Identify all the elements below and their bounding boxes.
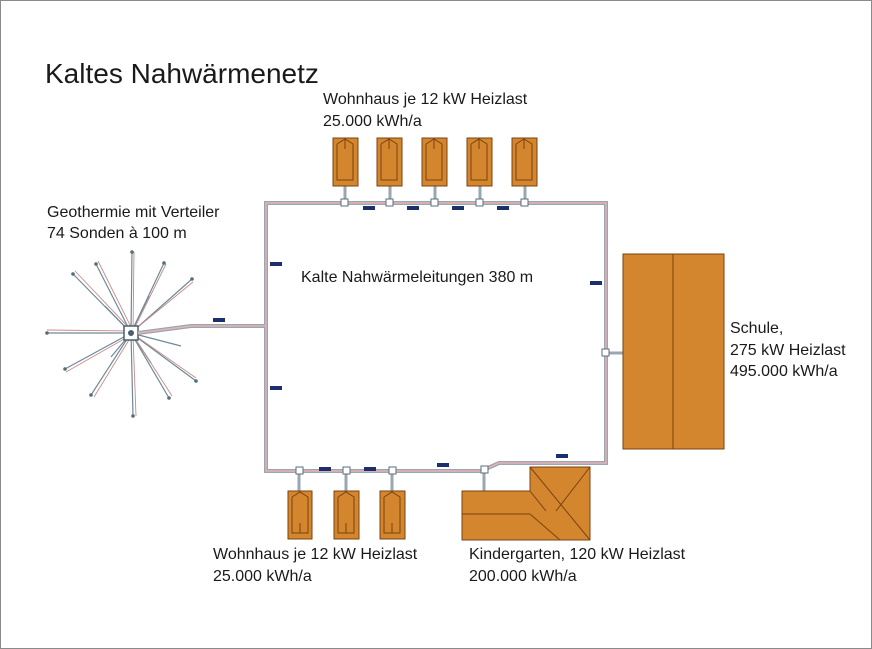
- probe-field: [45, 250, 198, 418]
- houses-top-label-line1: Wohnhaus je 12 kW Heizlast: [323, 91, 528, 108]
- houses-top: [332, 137, 538, 187]
- houses-bottom-label-line2: 25.000 kWh/a: [213, 568, 312, 585]
- page-title: Kaltes Nahwärmenetz: [45, 58, 319, 89]
- house-top-3: [421, 137, 448, 187]
- school-label-line1: Schule,: [730, 320, 784, 337]
- school-label-line3: 495.000 kWh/a: [730, 363, 838, 380]
- house-top-2: [376, 137, 403, 187]
- kindergarten-label-line2: 200.000 kWh/a: [469, 568, 577, 585]
- pipe-network: [137, 185, 623, 491]
- kindergarten-building: [461, 466, 591, 541]
- school-building: [622, 253, 725, 450]
- geo-label-line2: 74 Sonden à 100 m: [47, 225, 187, 242]
- house-bottom-3: [379, 490, 406, 540]
- house-bottom-1: [287, 490, 313, 540]
- kindergarten-label-line1: Kindergarten, 120 kW Heizlast: [469, 546, 686, 563]
- pipes-label: Kalte Nahwärmeleitungen 380 m: [301, 269, 534, 286]
- school-label-line2: 275 kW Heizlast: [730, 342, 846, 359]
- pipe-markers: [213, 206, 602, 471]
- houses-top-label-line2: 25.000 kWh/a: [323, 113, 422, 130]
- house-top-5: [511, 137, 538, 187]
- houses-bottom-label-line1: Wohnhaus je 12 kW Heizlast: [213, 546, 418, 563]
- geo-label-line1: Geothermie mit Verteiler: [47, 204, 220, 221]
- houses-bottom: [287, 490, 406, 540]
- house-top-4: [466, 137, 493, 187]
- house-top-1: [332, 137, 359, 187]
- house-bottom-2: [333, 490, 360, 540]
